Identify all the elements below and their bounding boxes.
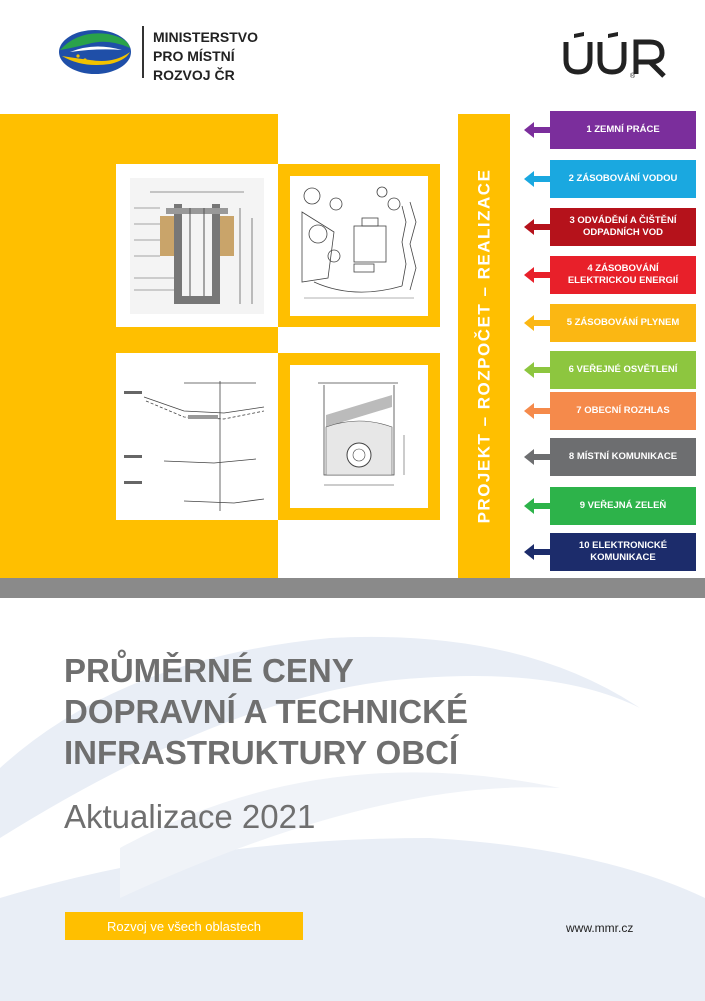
road-profile-drawing xyxy=(124,381,265,511)
vertical-label-band xyxy=(458,114,510,578)
header-divider xyxy=(142,26,144,78)
category-item[interactable]: 7 OBECNÍ ROZHLAS xyxy=(524,392,696,430)
watermark-logo xyxy=(0,636,705,1001)
title-line-3: INFRASTRUKTURY OBCÍ xyxy=(64,734,459,771)
website-link[interactable]: www.mmr.cz xyxy=(566,921,634,935)
arrow-left-icon xyxy=(524,171,534,187)
title-line-1: PRŮMĚRNÉ CENY xyxy=(64,652,354,689)
category-item[interactable]: 3 ODVÁDĚNÍ A ČIŠTĚNÍ ODPADNÍCH VOD xyxy=(524,208,696,246)
title-line-2: DOPRAVNÍ A TECHNICKÉ xyxy=(64,693,468,730)
drawing-panel-4 xyxy=(290,365,428,508)
arrow-stem xyxy=(534,549,550,555)
category-item[interactable]: 4 ZÁSOBOVÁNÍ ELEKTRICKOU ENERGIÍ xyxy=(524,256,696,294)
arrow-stem xyxy=(534,224,550,230)
category-label: 1 ZEMNÍ PRÁCE xyxy=(550,111,696,149)
arrow-left-icon xyxy=(524,362,534,378)
drawing-panel-2 xyxy=(290,176,428,316)
arrow-left-icon xyxy=(524,403,534,419)
category-label: 5 ZÁSOBOVÁNÍ PLYNEM xyxy=(550,304,696,342)
gray-divider-strip xyxy=(0,578,705,598)
arrow-stem xyxy=(534,272,550,278)
arrow-stem xyxy=(534,367,550,373)
category-item[interactable]: 9 VEŘEJNÁ ZELEŇ xyxy=(524,487,696,525)
arrow-left-icon xyxy=(524,498,534,514)
category-item[interactable]: 2 ZÁSOBOVÁNÍ VODOU xyxy=(524,160,696,198)
category-label: 4 ZÁSOBOVÁNÍ ELEKTRICKOU ENERGIÍ xyxy=(550,256,696,294)
category-item[interactable]: 6 VEŘEJNÉ OSVĚTLENÍ xyxy=(524,351,696,389)
mmr-logo xyxy=(59,30,131,74)
category-label: 7 OBECNÍ ROZHLAS xyxy=(550,392,696,430)
arrow-stem xyxy=(534,320,550,326)
arrow-stem xyxy=(534,454,550,460)
category-label: 2 ZÁSOBOVÁNÍ VODOU xyxy=(550,160,696,198)
category-label: 6 VEŘEJNÉ OSVĚTLENÍ xyxy=(550,351,696,389)
arrow-stem xyxy=(534,127,550,133)
arrow-left-icon xyxy=(524,315,534,331)
site-plan-drawing xyxy=(301,186,417,299)
pipe-trench-drawing xyxy=(318,382,405,486)
category-item[interactable]: 5 ZÁSOBOVÁNÍ PLYNEM xyxy=(524,304,696,342)
arrow-stem xyxy=(534,176,550,182)
vertical-label: PROJEKT – ROZPOČET – REALIZACE xyxy=(458,114,510,578)
category-label: 9 VEŘEJNÁ ZELEŇ xyxy=(550,487,696,525)
document-subtitle: Aktualizace 2021 xyxy=(64,798,316,835)
category-item[interactable]: 10 ELEKTRONICKÉ KOMUNIKACE xyxy=(524,533,696,571)
uur-logo: ® xyxy=(563,32,666,80)
document-title: PRŮMĚRNÉ CENY DOPRAVNÍ A TECHNICKÉ INFRA… xyxy=(64,650,664,773)
drawing-panel-1 xyxy=(116,164,278,327)
drawing-panel-3 xyxy=(116,353,278,520)
category-label: 3 ODVÁDĚNÍ A ČIŠTĚNÍ ODPADNÍCH VOD xyxy=(550,208,696,246)
category-label: 8 MÍSTNÍ KOMUNIKACE xyxy=(550,438,696,476)
category-item[interactable]: 1 ZEMNÍ PRÁCE xyxy=(524,111,696,149)
arrow-left-icon xyxy=(524,267,534,283)
arrow-left-icon xyxy=(524,219,534,235)
arrow-left-icon xyxy=(524,122,534,138)
category-item[interactable]: 8 MÍSTNÍ KOMUNIKACE xyxy=(524,438,696,476)
slogan-text: Rozvoj ve všech oblastech xyxy=(107,918,261,934)
svg-text:®: ® xyxy=(630,72,636,80)
manhole-section-drawing xyxy=(130,178,264,314)
category-label: 10 ELEKTRONICKÉ KOMUNIKACE xyxy=(550,533,696,571)
arrow-left-icon xyxy=(524,544,534,560)
arrow-stem xyxy=(534,408,550,414)
arrow-left-icon xyxy=(524,449,534,465)
arrow-stem xyxy=(534,503,550,509)
vertical-label-text: PROJEKT – ROZPOČET – REALIZACE xyxy=(474,168,494,524)
slogan-badge: Rozvoj ve všech oblastech xyxy=(65,912,303,940)
ministry-name: MINISTERSTVO PRO MÍSTNÍ ROZVOJ ČR xyxy=(153,29,259,83)
